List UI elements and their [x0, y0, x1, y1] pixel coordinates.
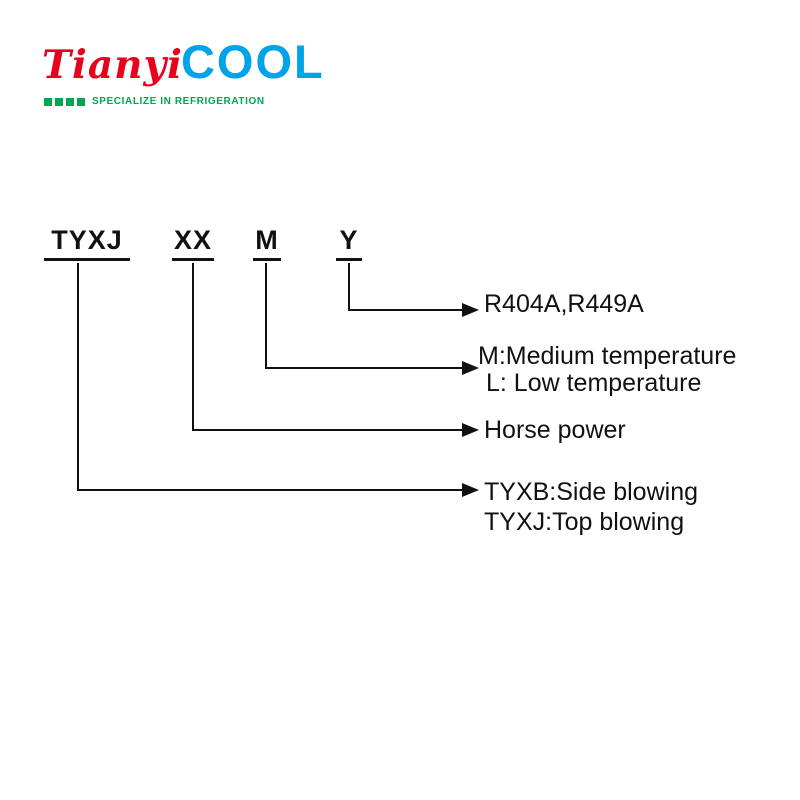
label-horse-power: Horse power — [484, 416, 626, 444]
green-square — [66, 97, 74, 106]
code-segment-horsepower: XX — [172, 227, 214, 261]
label-side-blowing: TYXB:Side blowing — [484, 478, 699, 506]
brand-tagline-text: SPECIALIZE IN REFRIGERATION — [92, 96, 265, 107]
label-medium-temperature: M:Medium temperature — [478, 342, 737, 370]
brand-logo: Tianyi COOL SPECIALIZE IN REFRIGERATION — [42, 34, 325, 107]
brand-tagline-row: SPECIALIZE IN REFRIGERATION — [44, 96, 325, 107]
green-squares-icon — [44, 97, 85, 106]
label-refrigerant: R404A,R449A — [484, 290, 644, 318]
code-segment-temperature: M — [253, 227, 281, 261]
label-low-temperature: L: Low temperature — [486, 369, 702, 397]
code-segment-series: TYXJ — [44, 227, 130, 261]
green-square — [77, 97, 85, 106]
code-segment-refrigerant: Y — [336, 227, 362, 261]
brand-bold-text: COOL — [180, 35, 325, 88]
green-square — [55, 97, 63, 106]
green-square — [44, 97, 52, 106]
label-top-blowing: TYXJ:Top blowing — [484, 508, 685, 536]
brand-wordmark: Tianyi COOL — [42, 34, 325, 89]
brand-script-text: Tianyi — [42, 42, 183, 88]
